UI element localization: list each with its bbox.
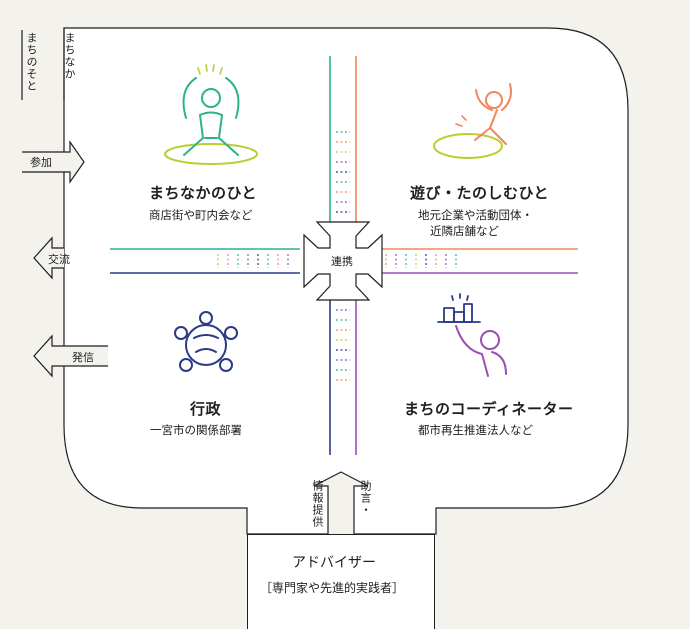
- sanka-label: 参加: [30, 156, 52, 169]
- koryu-label: 交流: [48, 253, 70, 266]
- advice-label: 助言・: [359, 480, 372, 516]
- asobi-person-icon: [433, 83, 512, 159]
- gyosei-sub: 一宮市の関係部署: [150, 423, 242, 437]
- machinaka-hito-title: まちなかのひと: [149, 184, 258, 202]
- machi-no-soto-label: まちのそと: [25, 32, 38, 92]
- advisor-sub: ［専門家や先進的実践者］: [260, 581, 405, 595]
- asobi-hito-sub-2: 近隣店舗など: [430, 224, 499, 238]
- advisor-title: アドバイザー: [292, 555, 376, 571]
- coordinator-title: まちのコーディネーター: [404, 400, 574, 418]
- koryu-arrow: [33, 236, 64, 280]
- sanka-arrow: [22, 140, 85, 184]
- asobi-hito-sub-1: 地元企業や活動団体・: [418, 208, 533, 222]
- hasshin-label: 発信: [72, 351, 94, 364]
- advisor-box: [247, 534, 435, 629]
- machinaka-label: まちなか: [63, 32, 76, 80]
- info-label: 情報提供: [311, 480, 324, 528]
- gyosei-title: 行政: [190, 400, 222, 418]
- hasshin-arrow: [33, 334, 108, 378]
- renkei-cross-arrow: [303, 221, 383, 301]
- coordinator-sub: 都市再生推進法人など: [418, 423, 533, 437]
- coordinator-person-icon: [437, 293, 507, 377]
- asobi-hito-title: 遊び・たのしむひと: [410, 184, 550, 202]
- gyosei-ring-icon: [174, 311, 238, 372]
- machinaka-hito-sub: 商店街や町内会など: [149, 208, 253, 222]
- renkei-label: 連携: [331, 255, 353, 268]
- machinaka-person-icon: [164, 64, 258, 165]
